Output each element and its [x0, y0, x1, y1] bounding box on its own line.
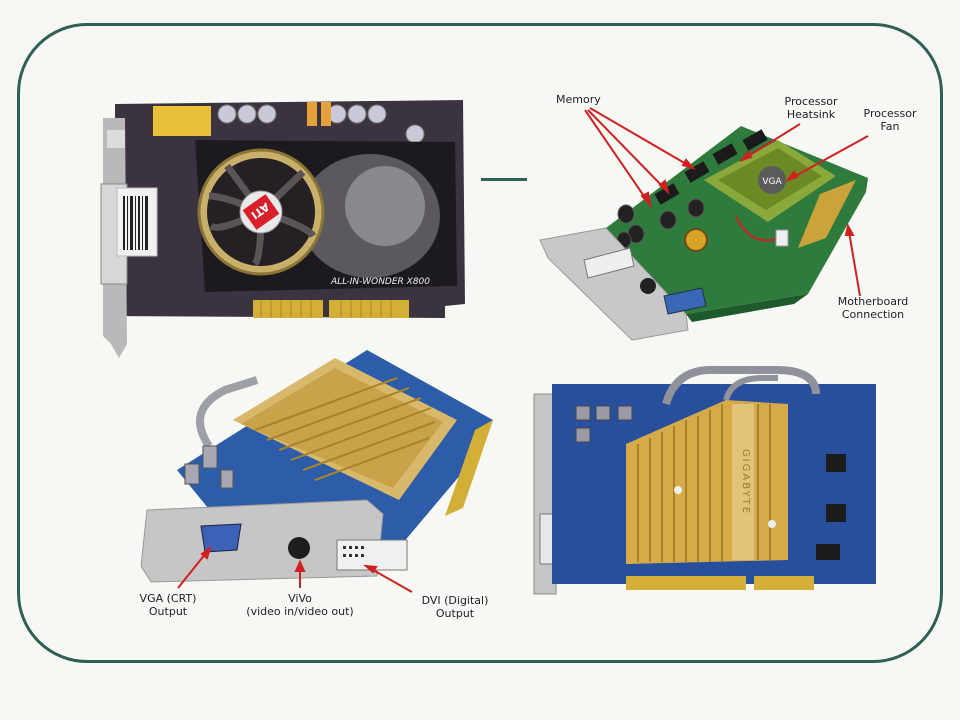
- label-dvi-line2: Output: [435, 607, 475, 620]
- label-processor-heatsink: Processor Heatsink: [778, 95, 844, 121]
- label-mobo-line2: Connection: [841, 308, 905, 321]
- label-memory: Memory: [556, 93, 601, 106]
- gigabyte-graphics-card-image: GIGABYTE: [526, 364, 882, 614]
- label-vivo-line2: (video in/video out): [246, 605, 354, 618]
- label-vivo-line1: ViVo: [288, 592, 312, 605]
- ati-graphics-card-image: ATI ALL-IN-WONDER X800: [85, 96, 477, 358]
- label-processor-fan: Processor Fan: [857, 107, 923, 133]
- label-dvi-line1: DVI (Digital): [421, 594, 489, 607]
- label-vivo: ViVo (video in/video out): [230, 592, 370, 618]
- label-heatsink-line1: Processor: [784, 95, 838, 108]
- label-vga-line1: VGA (CRT): [139, 592, 197, 605]
- ports-graphics-card-image: [137, 350, 497, 586]
- ati-model-text: ALL-IN-WONDER X800: [330, 277, 430, 287]
- gigabyte-heatsink-text: GIGABYTE: [740, 449, 751, 515]
- label-vga-output: VGA (CRT) Output: [128, 592, 208, 618]
- connector-line: [481, 178, 527, 181]
- label-vga-line2: Output: [148, 605, 188, 618]
- label-motherboard-connection: Motherboard Connection: [828, 295, 918, 321]
- vga-fan-text: VGA: [762, 177, 782, 187]
- label-fan-line2: Fan: [880, 120, 900, 133]
- label-dvi-output: DVI (Digital) Output: [410, 594, 500, 620]
- label-heatsink-line2: Heatsink: [786, 108, 836, 121]
- label-mobo-line1: Motherboard: [837, 295, 909, 308]
- label-fan-line1: Processor: [863, 107, 917, 120]
